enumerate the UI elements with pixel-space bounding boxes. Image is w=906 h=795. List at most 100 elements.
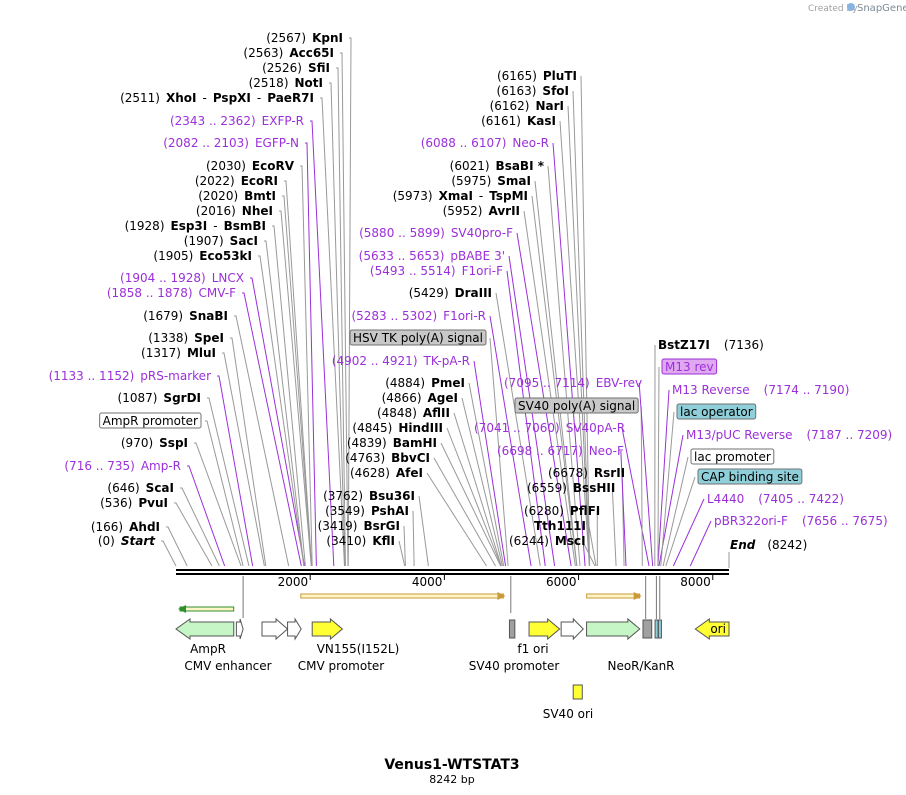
feature-label-hsv-tk-poly-a-signal: HSV TK poly(A) signal (349, 329, 487, 346)
enzyme-name: KasI (527, 114, 556, 128)
site-position: (2567) (266, 31, 306, 45)
connector-line (640, 405, 643, 567)
label-connectors (161, 37, 730, 568)
site-label-2518-noti: (2518)NotI (249, 76, 323, 90)
connector-line (320, 97, 345, 567)
feature-name: SV40 ori (543, 707, 594, 721)
enzyme-name: SspI (159, 436, 188, 450)
connector-line (611, 487, 617, 567)
site-position: (1317) (141, 346, 181, 360)
primer-text: SV40pro-F (451, 226, 513, 240)
site-label-6244-msci: (6244)MscI (509, 534, 586, 548)
connector-line (264, 240, 305, 567)
feature-label-text: M13 rev (665, 360, 714, 374)
feature-label-cap-binding-site: CAP binding site (697, 468, 803, 485)
map-title: Venus1-WTSTAT3 8242 bp (384, 757, 519, 786)
connector-line (588, 525, 597, 567)
connector-line (222, 352, 265, 567)
site-position: (4839) (347, 436, 387, 450)
connector-line (234, 315, 290, 567)
enzyme-name: NheI (242, 204, 273, 218)
connector-line (205, 420, 244, 567)
site-label-2526-sfii: (2526)SfiI (262, 61, 330, 75)
primer-text: EXFP-R (262, 114, 304, 128)
scale-tick-label: 6000 (546, 575, 577, 589)
site-label-2567-kpni: (2567)KpnI (266, 31, 343, 45)
site-label-4884-pmei: (4884)PmeI (385, 376, 465, 390)
feature-f1-ori: f1 ori (517, 617, 561, 656)
site-label-2022-ecori: (2022)EcoRI (195, 174, 278, 188)
site-label-6280-pflfi: (6280)PflFI (524, 504, 600, 518)
connector-line (166, 526, 188, 567)
primer-text: (6698 .. 6717) (497, 444, 583, 458)
site-position: (4845) (352, 421, 392, 435)
primer-text: Neo-F (589, 444, 624, 458)
primer-text: L4440 (707, 492, 744, 506)
feature-vn155-i152l: VN155(I152L) (311, 617, 399, 656)
connector-line (572, 90, 591, 567)
connector-line (418, 495, 429, 567)
connector-line (433, 457, 497, 567)
feature-segment (657, 619, 662, 639)
connector-line (567, 105, 590, 567)
primer-text: (716 .. 735) (64, 459, 134, 473)
enzyme-name: SgrDI (163, 391, 201, 405)
site-label-2563-acc65i: (2563)Acc65I (243, 46, 334, 60)
site-label-646-scai: (646)ScaI (107, 481, 174, 495)
site-label-6161-kasi: (6161)KasI (481, 114, 556, 128)
site-position: (4884) (385, 376, 425, 390)
site-label-1907-saci: (1907)SacI (184, 234, 258, 248)
feature-box (572, 684, 583, 700)
enzyme-name: Tth111I (534, 519, 586, 533)
feature-name: CMV enhancer (184, 659, 271, 673)
site-position: (0) (98, 534, 115, 548)
site-position: (1928) (125, 219, 165, 233)
enzyme-name: KflI (372, 534, 395, 548)
primer-text: pRS-marker (140, 369, 211, 383)
primer-text: (1904 .. 1928) (120, 271, 206, 285)
primer-text: (7174 .. 7190) (764, 383, 850, 397)
site-position: (6678) (548, 466, 588, 480)
connector-line (580, 75, 591, 567)
connector-line (180, 487, 220, 567)
feature-box (642, 619, 653, 639)
primer-text: CMV-F (199, 286, 237, 300)
enzyme-name: AfeI (396, 466, 423, 480)
connector-line (403, 525, 406, 567)
snapgene-credit: Created by SnapGene (808, 3, 906, 14)
site-label-716-735-amp-r: (716 .. 735)Amp-R (64, 459, 181, 473)
primer-text: Neo-R (512, 136, 549, 150)
connector-line (559, 120, 590, 567)
primer-text: (1133 .. 1152) (49, 369, 135, 383)
connector-line (672, 498, 705, 567)
site-label-2020-bmti: (2020)BmtI (198, 189, 276, 203)
site-label-4848-aflii: (4848)AflII (377, 406, 450, 420)
orf-arrows (178, 592, 642, 613)
connector-line (194, 442, 242, 567)
feature-label-text: lac promoter (694, 450, 771, 464)
site-position: (646) (107, 481, 139, 495)
site-position: (2022) (195, 174, 235, 188)
site-label-6163-sfoi: (6163)SfoI (497, 84, 569, 98)
feature-label-box (697, 468, 803, 485)
connector-line (207, 397, 250, 567)
scale-tick-label: 8000 (680, 575, 711, 589)
enzyme-name: RsrII (594, 466, 625, 480)
enzyme-name: BbvCI (391, 451, 430, 465)
feature-label-lac-operator: lac operator (676, 403, 757, 420)
site-position: (3419) (318, 519, 358, 533)
site-position: (6165) (497, 69, 537, 83)
site-label-6678-rsrii: (6678) RsrII (548, 466, 625, 480)
feature-label-box (690, 448, 775, 465)
site-position: (6021) (450, 159, 490, 173)
site-label-l4440-7405-7422: L4440(7405 .. 7422) (707, 492, 844, 506)
feature-arrow (586, 617, 641, 641)
site-label-1087-sgrdi: (1087)SgrDI (118, 391, 201, 405)
feature-arrow (175, 618, 235, 640)
connector-line (547, 165, 581, 567)
primer-text: EGFP-N (255, 136, 299, 150)
connector-line (300, 165, 313, 567)
site-position: (7136) (724, 338, 764, 352)
snapgene-logo-icon (847, 3, 855, 11)
